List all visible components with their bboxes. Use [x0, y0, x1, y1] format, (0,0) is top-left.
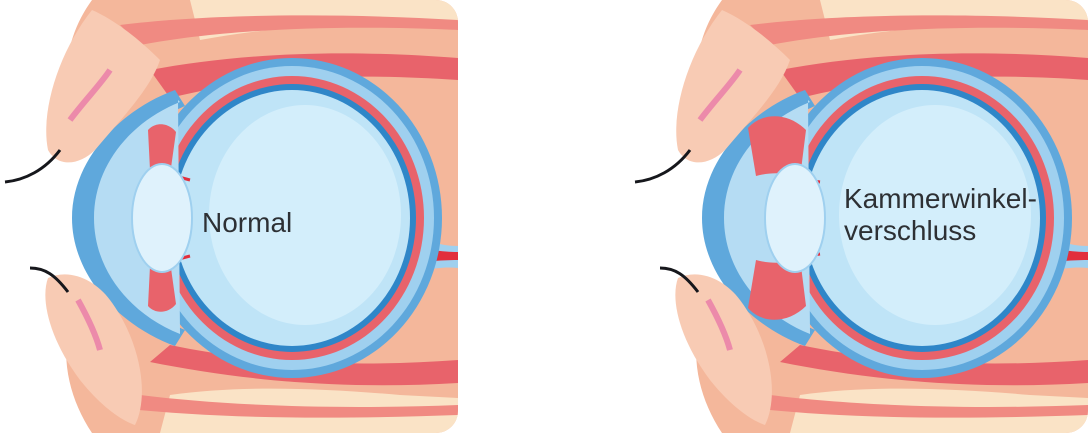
eye-diagram-normal: Normal — [0, 0, 458, 433]
eye-panel-normal: Normal — [0, 0, 458, 433]
eye-diagram-closed-angle: Kammerwinkel- verschluss — [630, 0, 1088, 433]
lens — [765, 164, 825, 272]
lens — [132, 164, 192, 272]
eye-panel-closed-angle: Kammerwinkel- verschluss — [630, 0, 1088, 433]
diagram-label-normal: Normal — [202, 207, 292, 238]
